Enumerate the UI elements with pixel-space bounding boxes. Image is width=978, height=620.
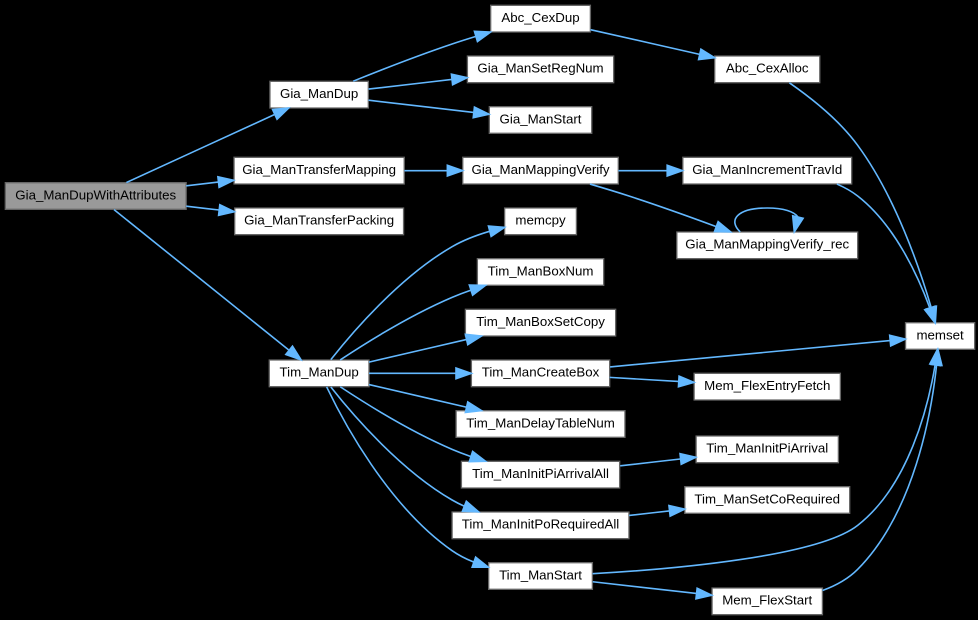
svg-text:Tim_ManInitPoRequiredAll: Tim_ManInitPoRequiredAll [462,517,619,532]
svg-text:Gia_ManMappingVerify: Gia_ManMappingVerify [472,162,610,177]
svg-text:Abc_CexDup: Abc_CexDup [501,10,579,25]
svg-text:Tim_ManBoxSetCopy: Tim_ManBoxSetCopy [476,314,605,329]
svg-text:Tim_ManDup: Tim_ManDup [280,365,359,380]
svg-text:Tim_ManInitPiArrivalAll: Tim_ManInitPiArrivalAll [472,466,609,481]
svg-text:Gia_ManStart: Gia_ManStart [500,111,582,126]
svg-text:Gia_ManTransferMapping: Gia_ManTransferMapping [242,162,396,177]
svg-text:Tim_ManStart: Tim_ManStart [499,567,582,582]
svg-text:memcpy: memcpy [515,213,566,228]
svg-text:Tim_ManDelayTableNum: Tim_ManDelayTableNum [466,415,615,430]
svg-text:Gia_ManIncrementTravId: Gia_ManIncrementTravId [692,162,842,177]
svg-text:Gia_ManSetRegNum: Gia_ManSetRegNum [477,61,603,76]
svg-text:Gia_ManTransferPacking: Gia_ManTransferPacking [244,213,394,228]
svg-text:Mem_FlexEntryFetch: Mem_FlexEntryFetch [704,378,830,393]
svg-text:Mem_FlexStart: Mem_FlexStart [722,593,812,608]
svg-text:Tim_ManBoxNum: Tim_ManBoxNum [488,263,594,278]
svg-text:Tim_ManSetCoRequired: Tim_ManSetCoRequired [694,491,840,506]
svg-text:Gia_ManDupWithAttributes: Gia_ManDupWithAttributes [15,187,176,202]
svg-text:Tim_ManCreateBox: Tim_ManCreateBox [482,365,600,380]
svg-text:Gia_ManDup: Gia_ManDup [280,86,358,101]
svg-text:Abc_CexAlloc: Abc_CexAlloc [726,61,809,76]
svg-text:Gia_ManMappingVerify_rec: Gia_ManMappingVerify_rec [685,237,849,252]
svg-text:Tim_ManInitPiArrival: Tim_ManInitPiArrival [706,441,828,456]
svg-text:memset: memset [916,327,964,342]
